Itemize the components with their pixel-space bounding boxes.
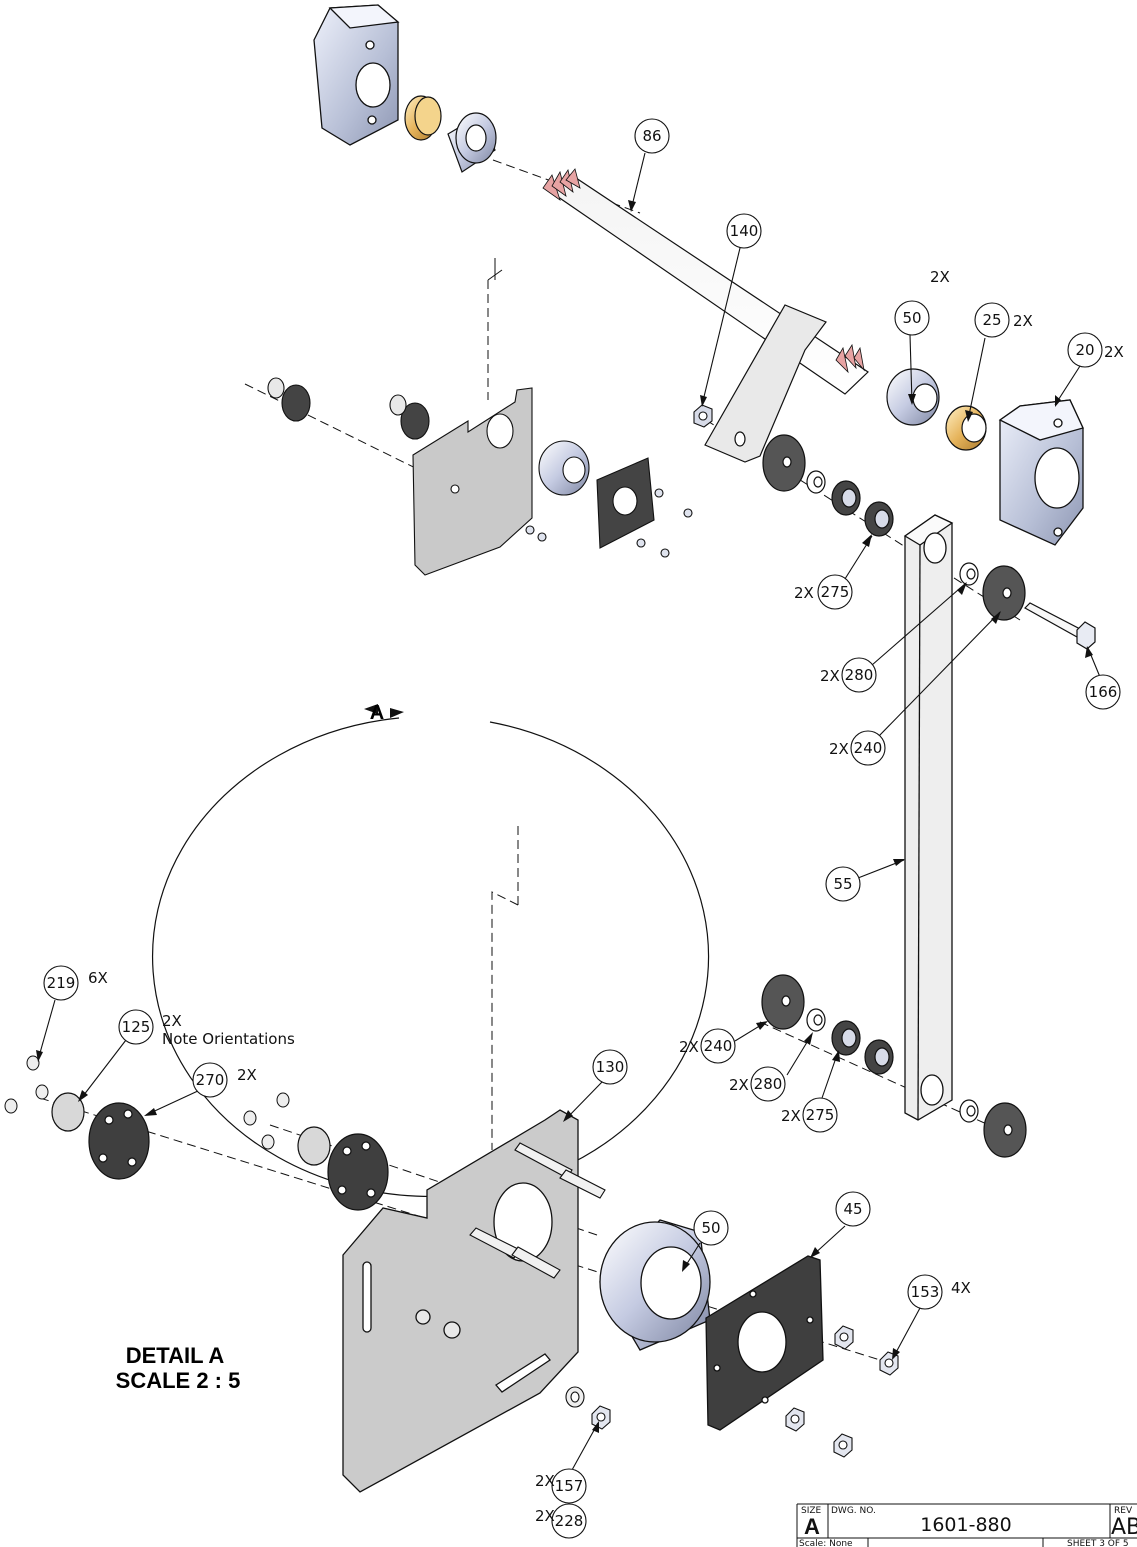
- pillow-block-left: [313, 4, 400, 146]
- svg-text:25: 25: [982, 311, 1001, 329]
- qty-153: 4X: [951, 1279, 971, 1297]
- svg-text:20: 20: [1075, 341, 1094, 359]
- svg-text:157: 157: [555, 1477, 584, 1495]
- balloon-50-detail: 50: [693, 1210, 729, 1246]
- balloon-153: 153: [907, 1274, 943, 1310]
- detail-circle: [152, 717, 710, 1198]
- qty-270: 2X: [237, 1066, 257, 1084]
- svg-text:270: 270: [196, 1071, 225, 1089]
- svg-text:50: 50: [902, 309, 921, 327]
- qty-240-bot: 2X: [679, 1038, 699, 1056]
- detail-view-letter: A: [370, 702, 384, 724]
- qty-20: 2X: [1104, 343, 1124, 361]
- detail-a-callout: [152, 704, 710, 1198]
- balloon-240-top: 240: [850, 730, 886, 766]
- balloon-219: 219: [43, 965, 79, 1001]
- bronze-bushing-left: [404, 95, 442, 141]
- qty-275-bot: 2X: [781, 1107, 801, 1125]
- shaft: [542, 168, 869, 395]
- svg-text:45: 45: [843, 1200, 862, 1218]
- svg-text:228: 228: [555, 1512, 584, 1530]
- balloon-157: 157: [551, 1468, 587, 1504]
- balloon-275-bot: 275: [802, 1097, 838, 1133]
- svg-text:166: 166: [1089, 683, 1118, 701]
- pillow-block-right: [998, 399, 1084, 546]
- svg-text:86: 86: [642, 127, 661, 145]
- balloon-130: 130: [592, 1049, 628, 1085]
- leader-arrows: [36, 200, 1093, 1433]
- balloon-140: 140: [726, 213, 762, 249]
- title-block: [796, 1503, 1137, 1547]
- svg-text:275: 275: [806, 1106, 835, 1124]
- standoffs: [469, 1142, 606, 1279]
- qty-275-top: 2X: [794, 584, 814, 602]
- svg-text:275: 275: [821, 583, 850, 601]
- balloon-25: 25: [974, 302, 1010, 338]
- detail-scale: SCALE 2 : 5: [116, 1368, 241, 1393]
- title-rev-label: REV: [1114, 1506, 1133, 1516]
- encoder-discs: [51, 1092, 389, 1211]
- qty-25: 2X: [1013, 312, 1033, 330]
- washer-240-bottom-stack: [761, 974, 1027, 1158]
- flange-plate-45: [705, 1255, 824, 1431]
- balloon-20: 20: [1067, 332, 1103, 368]
- svg-text:125: 125: [122, 1018, 151, 1036]
- detail-small-plate-assembly: [267, 377, 693, 576]
- bolt-166: [1024, 602, 1096, 650]
- balloon-50-top: 50: [894, 300, 930, 336]
- title-dwg-no-label: DWG. NO.: [831, 1506, 876, 1516]
- svg-text:130: 130: [596, 1058, 625, 1076]
- svg-text:140: 140: [730, 222, 759, 240]
- title-size-label: SIZE: [801, 1506, 822, 1516]
- balloon-240-bot: 240: [700, 1028, 736, 1064]
- svg-text:153: 153: [911, 1283, 940, 1301]
- balloon-280-top: 280: [841, 657, 877, 693]
- title-dwg-no: 1601-880: [920, 1514, 1011, 1536]
- balloon-270: 270: [192, 1062, 228, 1098]
- washer-240-top-stack: [762, 434, 1026, 621]
- balloon-125: 125: [118, 1009, 154, 1045]
- balloon-275-top: 275: [817, 574, 853, 610]
- screws-219: [4, 1055, 290, 1150]
- svg-text:240: 240: [854, 739, 883, 757]
- svg-text:219: 219: [47, 974, 76, 992]
- note-orientations: Note Orientations: [162, 1030, 295, 1048]
- balloon-55: 55: [825, 866, 861, 902]
- qty-240-top: 2X: [829, 740, 849, 758]
- detail-title: DETAIL A: [126, 1343, 225, 1368]
- svg-text:280: 280: [754, 1075, 783, 1093]
- qty-157: 2X: [535, 1472, 555, 1490]
- title-size-value: A: [804, 1514, 820, 1539]
- title-sheet: SHEET 3 OF 5: [1067, 1539, 1129, 1547]
- balloon-45: 45: [835, 1191, 871, 1227]
- svg-text:55: 55: [833, 875, 852, 893]
- balloon-86: 86: [634, 118, 670, 154]
- title-scale: Scale: None: [799, 1539, 853, 1547]
- bearing-50-detail: [599, 1219, 711, 1351]
- title-rev: AB: [1111, 1515, 1137, 1540]
- arm-bracket: [704, 304, 827, 463]
- balloon-166: 166: [1085, 674, 1121, 710]
- qty-219: 6X: [88, 969, 108, 987]
- washer-nut-157-228: [565, 1386, 611, 1430]
- qty-228: 2X: [535, 1507, 555, 1525]
- balloon-228: 228: [551, 1503, 587, 1539]
- qty-125: 2X: [162, 1012, 182, 1030]
- qty-2x-a: 2X: [930, 268, 950, 286]
- nuts-153: [785, 1325, 899, 1458]
- link-bar-55: [903, 514, 954, 1121]
- qty-280-top: 2X: [820, 667, 840, 685]
- balloon-280-bot: 280: [750, 1066, 786, 1102]
- bearing-left: [447, 112, 497, 173]
- qty-280-bot: 2X: [729, 1076, 749, 1094]
- nut-140: [693, 404, 713, 428]
- svg-text:280: 280: [845, 666, 874, 684]
- svg-text:50: 50: [701, 1219, 720, 1237]
- svg-text:240: 240: [704, 1037, 733, 1055]
